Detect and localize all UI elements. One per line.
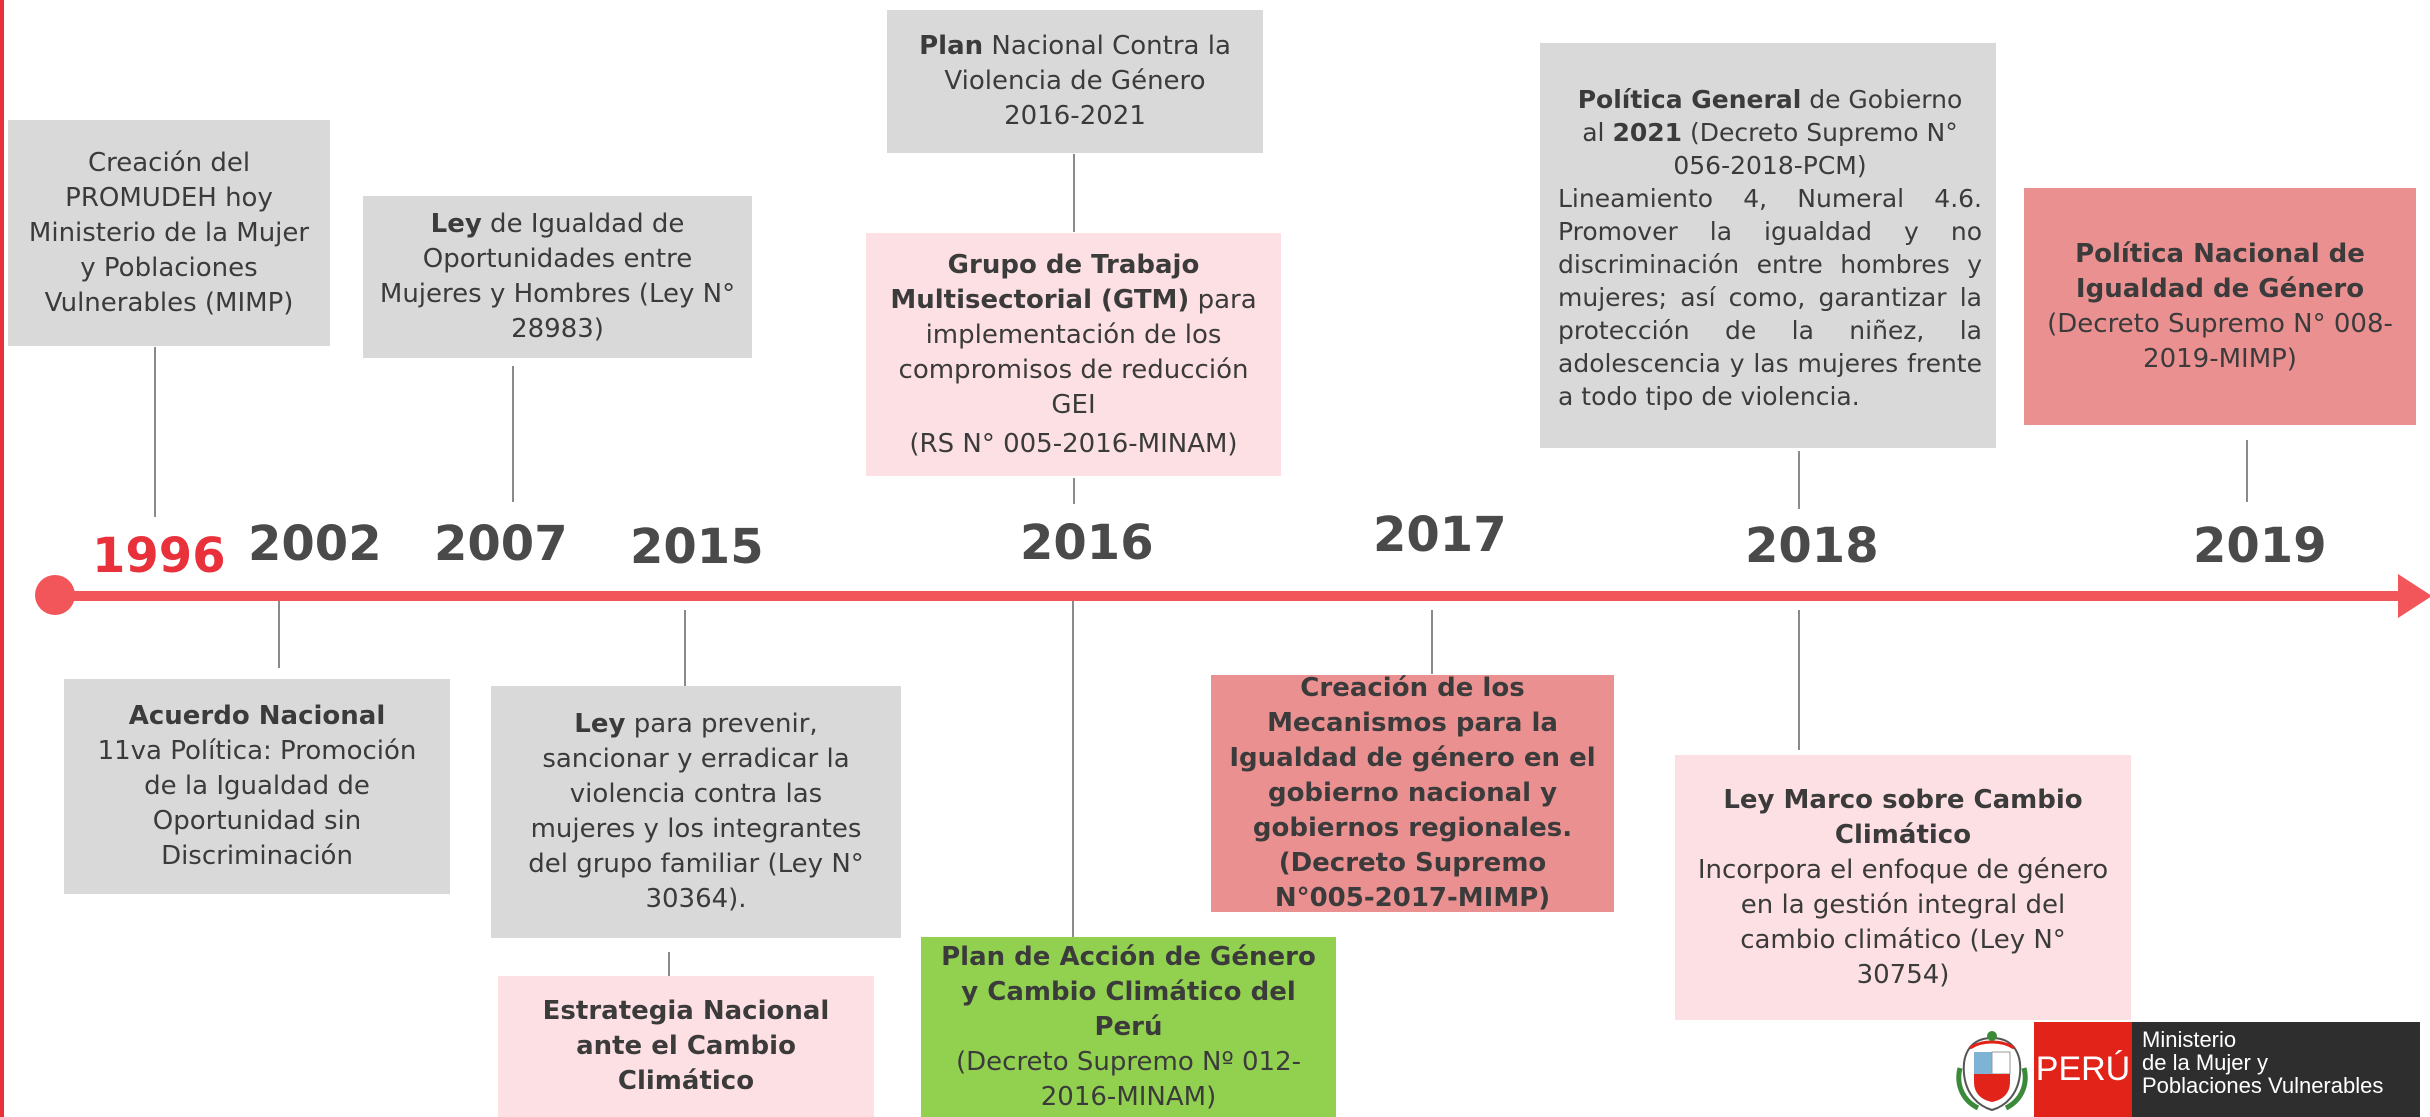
connector-1996: [154, 347, 156, 517]
connector-2007: [512, 366, 514, 502]
event-ley-marco: Ley Marco sobre Cambio Climático Incorpo…: [1675, 755, 2131, 1020]
event-politica-nacional: Política Nacional de Igualdad de Género …: [2024, 188, 2416, 425]
event-politica-general-text2: (Decreto Supremo N° 056-2018-PCM): [1673, 118, 1958, 180]
connector-gtm: [1073, 478, 1075, 504]
connector-plan-violencia: [1073, 154, 1075, 232]
timeline-axis: [54, 591, 2406, 601]
timeline-arrow-head: [2398, 574, 2430, 618]
ministry-logo: PERÚ Ministerio de la Mujer y Poblacione…: [1952, 1022, 2420, 1117]
year-label-2007: 2007: [434, 516, 568, 572]
event-plan-accion: Plan de Acción de Género y Cambio Climát…: [921, 937, 1336, 1117]
event-estrategia: Estrategia Nacional ante el Cambio Climá…: [498, 976, 874, 1117]
event-ley-marco-bold: Ley Marco sobre Cambio Climático: [1723, 784, 2083, 850]
event-acuerdo-nacional-text: 11va Política: Promoción de la Igualdad …: [97, 736, 417, 871]
peru-coat-of-arms-icon: [1956, 1031, 2028, 1112]
year-label-2002: 2002: [248, 516, 382, 572]
connector-2017: [1431, 610, 1433, 674]
event-gtm-text: para implementación de los compromisos d…: [898, 284, 1257, 420]
year-label-2017: 2017: [1373, 507, 1507, 563]
event-mecanismos-bold: Creación de los Mecanismos para la Igual…: [1229, 673, 1596, 843]
event-ley-marco-text: Incorpora el enfoque de género en la ges…: [1697, 854, 2109, 990]
event-ley-violencia-bold: Ley: [574, 709, 626, 739]
year-label-2018: 2018: [1745, 518, 1879, 574]
event-politica-general-text1: de Gobierno al: [1582, 85, 1963, 147]
connector-2018-bottom: [1798, 610, 1800, 750]
year-label-1996: 1996: [92, 528, 226, 584]
connector-estrategia: [668, 952, 670, 976]
event-politica-general-detail: Lineamiento 4, Numeral 4.6. Promover la …: [1558, 184, 1982, 411]
event-plan-violencia-bold: Plan: [919, 31, 984, 61]
event-acuerdo-nacional: Acuerdo Nacional 11va Política: Promoció…: [64, 679, 450, 894]
event-gtm: Grupo de Trabajo Multisectorial (GTM) pa…: [866, 233, 1281, 476]
event-estrategia-bold: Estrategia Nacional ante el Cambio Climá…: [542, 996, 830, 1096]
left-edge-line: [0, 0, 4, 1117]
connector-2002: [278, 601, 280, 668]
event-plan-accion-bold: Plan de Acción de Género y Cambio Climát…: [941, 941, 1316, 1042]
event-gtm-bold: Grupo de Trabajo Multisectorial (GTM): [890, 249, 1200, 315]
event-promudeh-text: Creación del PROMUDEH hoy Ministerio de …: [28, 147, 310, 318]
event-politica-nacional-ref: (Decreto Supremo N° 008-2019-MIMP): [2047, 308, 2393, 374]
event-acuerdo-nacional-bold: Acuerdo Nacional: [128, 701, 386, 731]
year-label-2016: 2016: [1020, 515, 1154, 571]
event-politica-general-bold2: 2021: [1612, 118, 1683, 147]
ministry-line-1: Ministerio: [2142, 1027, 2237, 1052]
event-politica-general-bold1: Política General: [1577, 85, 1802, 114]
event-politica-general: Política General de Gobierno al 2021 (De…: [1540, 43, 1996, 448]
year-label-2019: 2019: [2193, 518, 2327, 574]
event-plan-violencia-text: Nacional Contra la Violencia de Género 2…: [944, 31, 1231, 131]
event-politica-nacional-bold: Política Nacional de Igualdad de Género: [2075, 238, 2365, 304]
connector-2018-top: [1798, 451, 1800, 509]
year-label-2015: 2015: [630, 519, 764, 575]
connector-2019: [2246, 440, 2248, 502]
ministry-line-2: de la Mujer y: [2142, 1050, 2268, 1075]
connector-2016-bottom: [1072, 601, 1074, 937]
event-plan-accion-ref: (Decreto Supremo Nº 012-2016-MINAM): [955, 1046, 1301, 1112]
ministry-line-3: Poblaciones Vulnerables: [2142, 1073, 2384, 1098]
timeline-start-dot: [35, 575, 75, 615]
event-ley-violencia: Ley para prevenir, sancionar y erradicar…: [491, 686, 901, 938]
event-plan-violencia: Plan Nacional Contra la Violencia de Gén…: [887, 10, 1263, 153]
event-ley-violencia-text: para prevenir, sancionar y erradicar la …: [528, 709, 864, 914]
event-promudeh: Creación del PROMUDEH hoy Ministerio de …: [8, 120, 330, 346]
event-mecanismos-ref: (Decreto Supremo N°005-2017-MIMP): [1274, 848, 1551, 913]
connector-2015: [684, 610, 686, 686]
event-mecanismos: Creación de los Mecanismos para la Igual…: [1211, 673, 1614, 913]
ministry-name: Ministerio de la Mujer y Poblaciones Vul…: [2132, 1022, 2420, 1117]
event-ley-igualdad-text: de Igualdad de Oportunidades entre Mujer…: [379, 209, 736, 344]
event-ley-igualdad-bold: Ley: [430, 209, 482, 239]
peru-flag-label: PERÚ: [2034, 1022, 2132, 1117]
event-gtm-ref: (RS N° 005-2016-MINAM): [909, 428, 1238, 459]
event-ley-igualdad: Ley de Igualdad de Oportunidades entre M…: [363, 196, 752, 358]
